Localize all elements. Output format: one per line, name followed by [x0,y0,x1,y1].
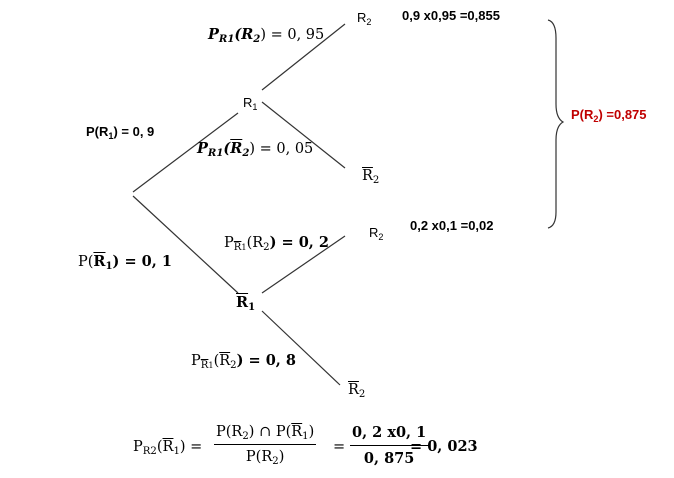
total-prob-r2: P(R2) =0,875 [571,107,647,124]
bayes-fraction-2: 0, 2 x0, 1 0, 875 [350,424,429,467]
product-bottom: 0,2 x0,1 =0,02 [410,218,494,233]
bayes-fraction-1: P(R2) ∩ P(R1) P(R2) [214,424,317,467]
branch-root-r1 [132,112,239,193]
prob-r2bar-given-r1bar: PR1(R2) = 0, 8 [191,352,296,371]
bayes-numerator-2: 0, 2 x0, 1 [352,424,427,441]
bayes-equals-1: = [333,439,346,455]
branch-r1bar-r2 [261,235,346,294]
prob-r2bar-given-r1: PR1(R2) = 0, 05 [197,140,314,159]
bayes-numerator-1: P(R2) ∩ P(R1) [216,424,315,442]
leaf-r2bar-top: R2 [362,168,380,186]
bayes-denominator-2: 0, 875 [363,450,415,467]
branch-root-r1bar [132,195,239,294]
bayes-denominator-1: P(R2) [245,449,285,467]
leaf-r2bar-bottom: R2 [348,382,366,400]
prob-r1bar-label: P(R1) = 0, 1 [78,253,172,272]
product-top: 0,9 x0,95 =0,855 [402,8,500,23]
branch-r1-r2bar [261,101,346,169]
node-r1bar: R1 [236,294,256,313]
node-r1: R1 [243,95,258,112]
bayes-result: = 0, 023 [410,438,478,455]
prob-r2-given-r1: PR1(R2) = 0, 95 [208,26,325,45]
leaf-r2-top: R2 [357,10,372,27]
fraction-bar-2 [350,445,429,446]
bayes-lhs: PR2(R1) = [133,439,203,457]
total-brace [547,19,565,229]
fraction-bar-1 [214,444,317,445]
branch-r1bar-r2bar [261,310,341,386]
prob-r2-given-r1bar: PR1(R2) = 0, 2 [224,234,329,253]
prob-r1-label: P(R1) = 0, 9 [86,124,155,141]
branch-r1-r2 [261,23,346,91]
leaf-r2-bottom: R2 [369,225,384,242]
